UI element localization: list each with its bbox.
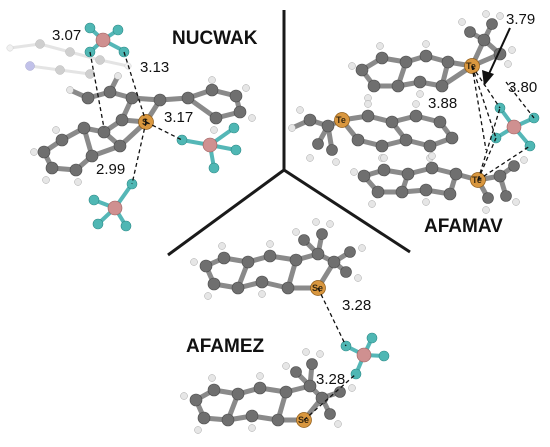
panel-nucwak: NUCWAK [6,22,258,232]
distance-label: 3.07 [52,27,81,44]
bf4-anion-afamav [490,102,540,152]
chalcogen-contacts-afamez [303,287,357,421]
selenium-atom-label: Se [298,415,309,425]
molecule-upper-afamez [190,218,366,300]
distance-label: 2.99 [96,161,125,178]
tellurium-atom-label: Te [466,61,476,71]
tellurium-atom [334,112,350,128]
distance-label: 3.13 [140,59,169,76]
panel-afamav: AFAMAV [288,10,540,237]
divider-left [167,168,285,257]
distance-label: 3.28 [342,297,371,314]
molecule-top-afamav [348,10,516,102]
bf4-anion-afamez [340,332,390,380]
divider-right [283,168,411,254]
distance-label: 3.80 [508,79,537,96]
panel-title-nucwak: NUCWAK [172,28,258,49]
tellurium-atom-label: Te [472,175,482,185]
chalcogen-contacts-nucwak [89,51,183,185]
molecule-lower-afamez [180,348,356,434]
panel-dividers [167,10,411,257]
tellurium-atom-label: Te [336,115,346,125]
nitrogen-atom [25,61,35,71]
arrow-indicator [482,27,511,86]
distance-label: 3.17 [164,109,193,126]
distance-label: 3.79 [506,11,535,28]
selenium-atom-label: Se [312,283,323,293]
sulfur-atom-label: S [142,117,148,127]
bf4-anion-bottom-nucwak [88,178,138,232]
molecule-bottom-afamav [350,152,528,214]
panel-title-afamez: AFAMEZ [186,336,265,357]
distance-label: 3.28 [316,371,345,388]
bf4-anion-top-nucwak [84,22,130,58]
panel-afamez: AFAMEZ [180,218,390,434]
molecule-background-nucwak [6,39,132,79]
bf4-anion-right-nucwak [176,122,242,174]
distance-label: 3.88 [428,95,457,112]
panel-title-afamav: AFAMAV [424,216,503,237]
chalcogen-contacts-afamav [471,65,535,181]
